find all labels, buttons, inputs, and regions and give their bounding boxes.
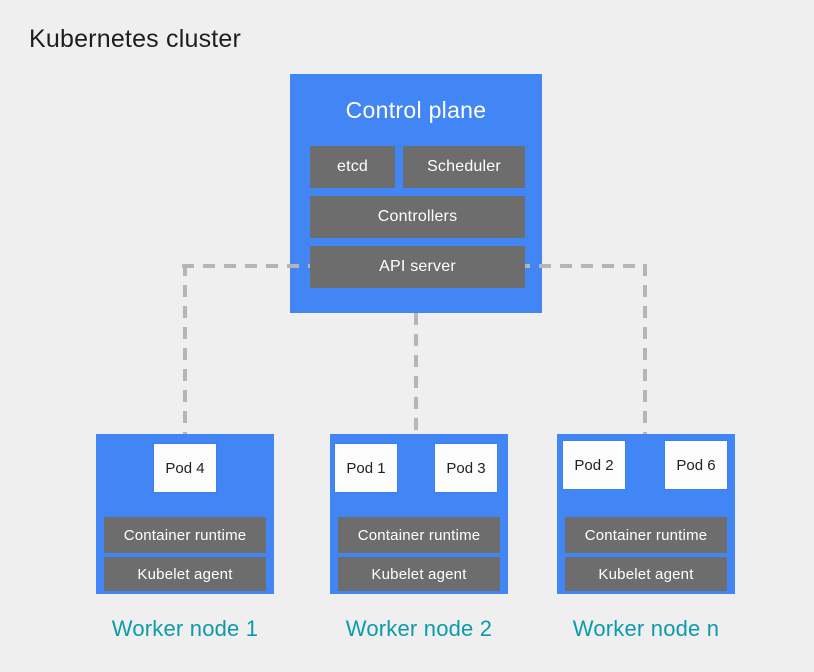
api-server-box: API server xyxy=(310,246,525,288)
control-plane-title: Control plane xyxy=(345,96,487,123)
pod-box: Pod 3 xyxy=(435,444,497,492)
worker-node-1-label: Worker node 1 xyxy=(111,616,259,641)
worker-node-1-box: Pod 4 Container runtime Kubelet agent xyxy=(96,434,274,594)
scheduler-box: Scheduler xyxy=(403,146,525,188)
worker-node-2-box: Pod 1 Pod 3 Container runtime Kubelet ag… xyxy=(330,434,508,594)
pod-box: Pod 4 xyxy=(154,444,216,492)
container-runtime-box: Container runtime xyxy=(338,517,500,553)
kubelet-agent-box: Kubelet agent xyxy=(338,557,500,591)
connector-to-worker-2 xyxy=(414,313,418,434)
worker-node-2-label: Worker node 2 xyxy=(345,616,493,641)
connector-to-worker-1 xyxy=(183,264,187,434)
etcd-box: etcd xyxy=(310,146,395,188)
diagram-title: Kubernetes cluster xyxy=(29,25,242,53)
pod-box: Pod 2 xyxy=(563,441,625,489)
control-plane-box: Control plane etcd Scheduler Controllers… xyxy=(290,74,542,313)
connector-to-worker-n xyxy=(643,264,647,434)
container-runtime-box: Container runtime xyxy=(104,517,266,553)
pod-box: Pod 1 xyxy=(335,444,397,492)
kubelet-agent-box: Kubelet agent xyxy=(565,557,727,591)
pod-box: Pod 6 xyxy=(665,441,727,489)
container-runtime-box: Container runtime xyxy=(565,517,727,553)
kubelet-agent-box: Kubelet agent xyxy=(104,557,266,591)
controllers-box: Controllers xyxy=(310,196,525,238)
worker-node-n-label: Worker node n xyxy=(572,616,720,641)
worker-node-n-box: Pod 2 Pod 6 Container runtime Kubelet ag… xyxy=(557,434,735,594)
